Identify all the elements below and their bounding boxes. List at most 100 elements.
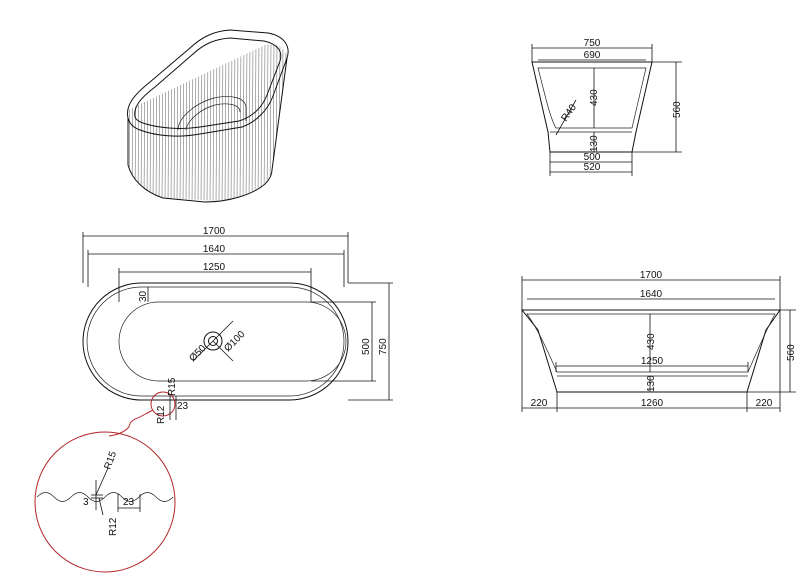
label-front-base-center: 1260: [641, 398, 664, 409]
label-detail-offset: 3: [83, 497, 89, 508]
flute-line: [164, 44, 167, 202]
label-plan-flute-radius: R15: [167, 377, 178, 396]
label-side-base-inner: 500: [584, 152, 601, 163]
label-side-base-outer: 520: [584, 162, 601, 173]
flute-line: [137, 44, 140, 202]
label-detail-flute-radius: R15: [102, 450, 119, 471]
detail-radius-leader: [95, 467, 109, 496]
iso-body-right: [271, 57, 288, 171]
label-front-base-right: 220: [756, 398, 773, 409]
plan-view: Ø50 Ø100 1700 1640 1250 30 500 750 R15 R…: [82, 226, 393, 437]
label-side-base: 130: [589, 135, 600, 152]
iso-inner-rim: [134, 37, 282, 129]
flute-line: [281, 44, 284, 202]
fluted-body-pattern: [128, 44, 287, 202]
detail-circle: [34, 431, 176, 573]
label-front-base-left: 220: [531, 398, 548, 409]
detail-leader: [108, 409, 154, 437]
flute-line: [239, 44, 242, 202]
flute-line: [146, 44, 149, 202]
flute-line: [245, 44, 248, 202]
label-front-depth: 430: [646, 333, 657, 350]
label-detail-pitch: 23: [123, 497, 135, 508]
flute-line: [182, 44, 185, 202]
flute-line: [224, 44, 227, 202]
label-front-length-inner: 1640: [640, 289, 663, 300]
flute-line: [161, 44, 164, 202]
flute-line: [194, 44, 197, 202]
flute-line: [206, 44, 209, 202]
flute-line: [173, 44, 176, 202]
front-view: 1700 1640 430 1250 130 560 220 1260 220: [520, 270, 797, 412]
flute-line: [191, 44, 194, 202]
flute-line: [143, 44, 146, 202]
flute-line: [272, 44, 275, 202]
flute-line: [233, 44, 236, 202]
plan-basin-outline: [118, 301, 347, 382]
label-plan-width-outer: 750: [378, 338, 389, 355]
flute-line: [158, 44, 161, 202]
flute-line: [200, 44, 203, 202]
side-view: 750 690 430 130 R40 560 500 520: [531, 38, 683, 176]
detail-view: R15 3 R12 23: [34, 431, 176, 573]
label-side-top-outer: 750: [584, 38, 601, 49]
label-plan-rim: 30: [138, 290, 149, 302]
flute-line: [185, 44, 188, 202]
iso-body-bottom: [127, 164, 273, 203]
label-side-depth: 430: [589, 89, 600, 106]
iso-floor-inner: [185, 103, 241, 131]
flute-line: [170, 44, 173, 202]
label-front-base: 130: [646, 375, 657, 392]
flute-line: [254, 44, 257, 202]
flute-line: [131, 44, 134, 202]
label-detail-flute-radius-small: R12: [108, 517, 119, 536]
plan-outer-outline: [82, 282, 349, 401]
flute-line: [236, 44, 239, 202]
label-plan-length-flat: 1250: [203, 262, 226, 273]
flute-line: [260, 44, 263, 202]
flute-line: [203, 44, 206, 202]
flute-line: [167, 44, 170, 202]
flute-line: [197, 44, 200, 202]
label-drain-large: Ø100: [222, 329, 247, 354]
flute-line: [215, 44, 218, 202]
label-front-floor: 1250: [641, 356, 664, 367]
plan-rim-outline: [86, 286, 345, 397]
label-plan-flute-pitch: 23: [177, 401, 189, 412]
label-plan-length-inner: 1640: [203, 244, 226, 255]
flute-line: [209, 44, 212, 202]
flute-line: [263, 44, 266, 202]
iso-floor-recess: [177, 96, 247, 131]
label-plan-flute-radius-small: R12: [156, 405, 167, 424]
detail-fluted-edge: [36, 492, 174, 502]
flute-line: [257, 44, 260, 202]
flute-line: [248, 44, 251, 202]
flute-line: [218, 44, 221, 202]
label-side-total-height: 560: [672, 101, 683, 118]
detail-radius-leader: [98, 497, 104, 516]
drain-inner: [208, 336, 218, 346]
label-front-total-height: 560: [786, 344, 797, 361]
flute-line: [149, 44, 152, 202]
detail-marker-circle: [150, 391, 176, 417]
drain-leader: [212, 340, 234, 362]
label-plan-length-outer: 1700: [203, 226, 226, 237]
label-plan-width-inner: 500: [361, 338, 372, 355]
flute-line: [155, 44, 158, 202]
flute-line: [242, 44, 245, 202]
flute-line: [152, 44, 155, 202]
flute-line: [278, 44, 281, 202]
drain-outer: [203, 331, 223, 351]
flute-line: [176, 44, 179, 202]
label-side-radius: R40: [559, 102, 579, 124]
label-side-top-inner: 690: [584, 50, 601, 61]
side-inner-profile: [537, 67, 647, 129]
dim-side-radius: [555, 99, 577, 136]
flute-line: [251, 44, 254, 202]
flute-line: [266, 44, 269, 202]
isometric-view: [126, 29, 289, 203]
flute-line: [221, 44, 224, 202]
flute-line: [269, 44, 272, 202]
flute-line: [212, 44, 215, 202]
